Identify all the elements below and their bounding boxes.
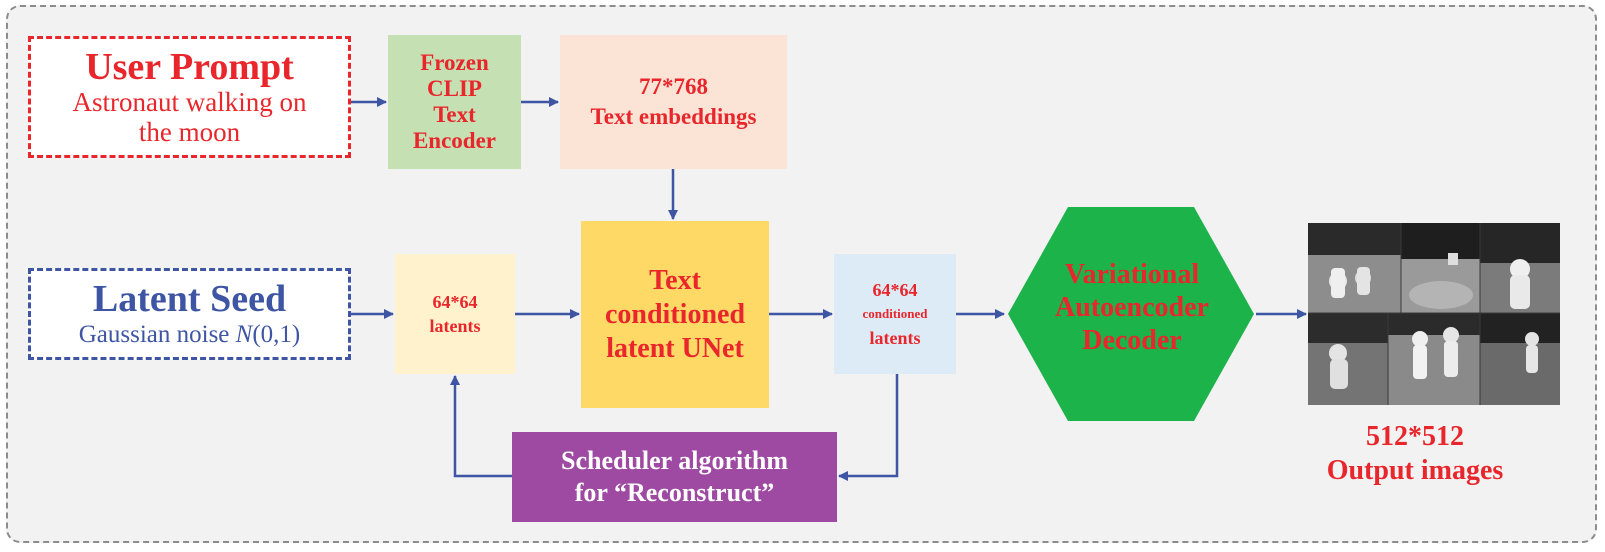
- embeddings-dims: 77*768: [639, 74, 708, 99]
- clip-text-encoder-box: Frozen CLIP Text Encoder: [388, 35, 521, 169]
- latents-box: 64*64 latents: [395, 254, 515, 374]
- output-text: Output images: [1326, 455, 1504, 486]
- arrow-scheduler-to-latents: [450, 375, 512, 478]
- scheduler-line-1: Scheduler algorithm: [560, 446, 789, 475]
- user-prompt-line-1: Astronaut walking on: [72, 87, 307, 117]
- scheduler-line-2: for “Reconstruct”: [574, 478, 775, 507]
- seed-text-variable: N: [235, 321, 253, 348]
- vae-line-3: Decoder: [1082, 325, 1182, 356]
- latents-label: latents: [429, 316, 481, 336]
- latent-seed-text: Gaussian noise N(0,1): [79, 320, 301, 350]
- clip-line-4: Encoder: [412, 128, 497, 153]
- conditioned-latents-box: 64*64 conditioned latents: [834, 254, 956, 374]
- latent-seed-title: Latent Seed: [92, 278, 287, 320]
- output-label: 512*512 Output images: [1300, 420, 1530, 488]
- seed-text-suffix: (0,1): [252, 321, 301, 348]
- conditioned-dims: 64*64: [872, 280, 918, 300]
- clip-line-3: Text: [433, 102, 476, 127]
- vae-line-2: Autoencoder: [1055, 292, 1209, 323]
- latents-dims: 64*64: [432, 292, 478, 312]
- unet-box: Text conditioned latent UNet: [581, 221, 769, 408]
- seed-text-prefix: Gaussian noise: [78, 321, 236, 348]
- output-images-grid: [1308, 223, 1560, 405]
- vae-hexagon: [1008, 207, 1254, 421]
- clip-line-1: Frozen: [420, 50, 489, 75]
- user-prompt-box: User Prompt Astronaut walking on the moo…: [28, 36, 351, 158]
- arrow-conditioned-to-scheduler: [838, 374, 899, 481]
- unet-line-1: Text: [649, 264, 701, 296]
- user-prompt-title: User Prompt: [85, 46, 294, 88]
- text-embeddings-box: 77*768 Text embeddings: [560, 35, 787, 169]
- clip-line-2: CLIP: [427, 76, 482, 101]
- conditioned-latents-label: latents: [869, 328, 921, 348]
- vae-line-1: Variational: [1064, 259, 1200, 290]
- output-dims: 512*512: [1366, 421, 1464, 452]
- user-prompt-line-2: the moon: [138, 117, 241, 147]
- unet-line-3: latent UNet: [606, 332, 744, 364]
- scheduler-box: Scheduler algorithm for “Reconstruct”: [512, 432, 837, 522]
- unet-line-2: conditioned: [604, 298, 746, 330]
- conditioned-label: conditioned: [862, 306, 928, 321]
- latent-seed-box: Latent Seed Gaussian noise N(0,1): [28, 268, 351, 360]
- vae-label: Variational Autoencoder Decoder: [1032, 258, 1232, 357]
- embeddings-label: Text embeddings: [590, 104, 757, 129]
